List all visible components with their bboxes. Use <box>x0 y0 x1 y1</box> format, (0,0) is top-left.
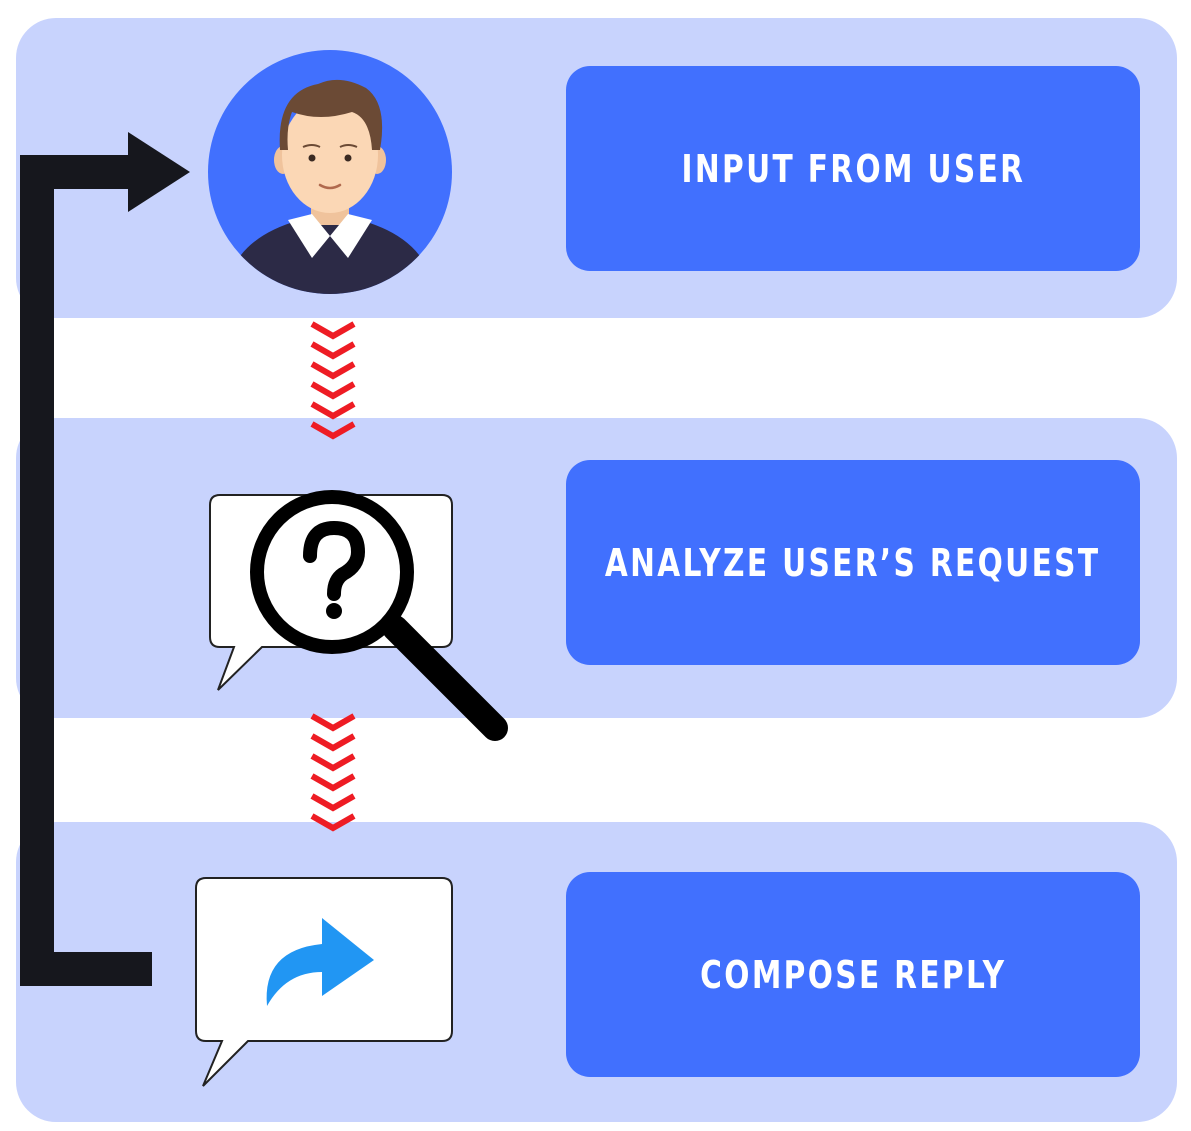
reply-arrow-icon <box>195 877 453 1087</box>
step-label-compose: COMPOSE REPLY <box>699 952 1007 997</box>
user-avatar-icon <box>208 50 452 294</box>
loop-back-arrow <box>20 132 190 986</box>
magnifier-question-icon <box>209 490 508 741</box>
chevron-down-icon <box>310 713 356 832</box>
chevron-down-icon <box>310 321 356 440</box>
step-label-box-input: INPUT FROM USER <box>566 66 1140 271</box>
step-label-box-compose: COMPOSE REPLY <box>566 872 1140 1077</box>
step-label-input: INPUT FROM USER <box>681 146 1025 191</box>
step-label-box-analyze: ANALYZE USER’S REQUEST <box>566 460 1140 665</box>
step-label-analyze: ANALYZE USER’S REQUEST <box>605 540 1101 585</box>
